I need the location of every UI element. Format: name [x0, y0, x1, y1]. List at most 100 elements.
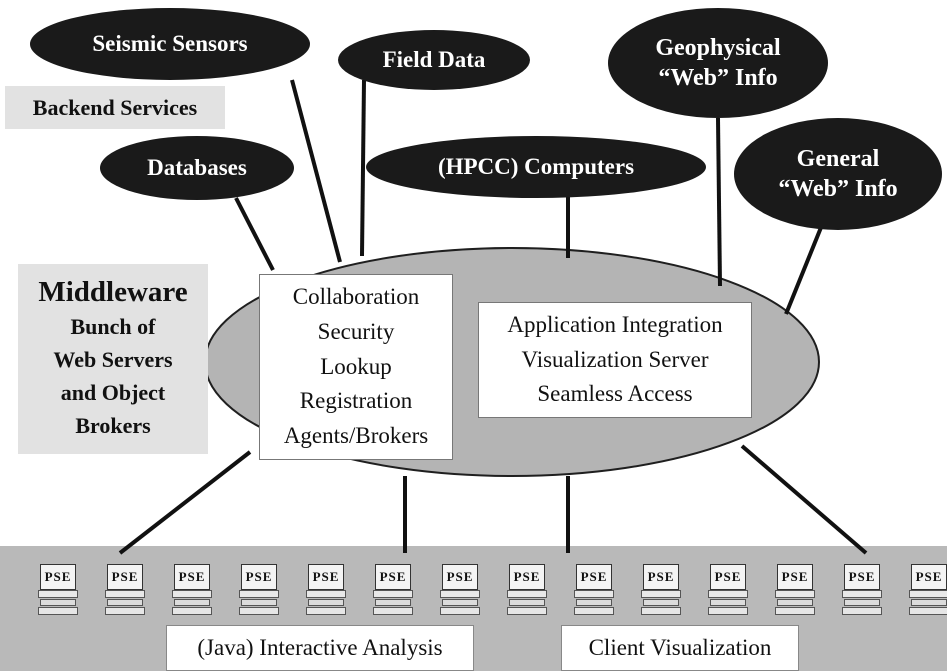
pse-workstation-icon: PSE: [38, 564, 78, 620]
pse-keyboard: [842, 607, 882, 615]
pse-base: [641, 590, 681, 598]
integration-services-box: Application Integration Visualization Se…: [478, 302, 752, 418]
pse-base: [239, 590, 279, 598]
pse-keyboard: [373, 607, 413, 615]
pse-screen: PSE: [375, 564, 411, 590]
pse-base: [842, 590, 882, 598]
connector-client-1: [118, 450, 252, 555]
pse-keyboard: [576, 599, 612, 606]
pse-base: [708, 590, 748, 598]
pse-keyboard: [174, 599, 210, 606]
pse-keyboard: [710, 599, 746, 606]
pse-screen: PSE: [442, 564, 478, 590]
node-geophysical-web-info: Geophysical “Web” Info: [608, 8, 828, 118]
pse-screen: PSE: [241, 564, 277, 590]
pse-base: [574, 590, 614, 598]
service-item: Agents/Brokers: [283, 423, 429, 449]
service-item: Visualization Server: [521, 346, 709, 372]
pse-keyboard: [911, 599, 947, 606]
pse-keyboard: [38, 607, 78, 615]
pse-base: [306, 590, 346, 598]
pse-keyboard: [641, 607, 681, 615]
pse-keyboard: [40, 599, 76, 606]
pse-base: [507, 590, 547, 598]
pse-workstation-icon: PSE: [507, 564, 547, 620]
service-item: Seamless Access: [537, 381, 693, 407]
service-item: Application Integration: [507, 311, 723, 337]
pse-keyboard: [775, 607, 815, 615]
pse-screen: PSE: [777, 564, 813, 590]
service-item: Registration: [299, 388, 413, 414]
pse-screen: PSE: [174, 564, 210, 590]
pse-keyboard: [375, 599, 411, 606]
pse-workstation-icon: PSE: [239, 564, 279, 620]
connector-geophysical: [716, 117, 722, 287]
pse-keyboard: [241, 599, 277, 606]
middleware-subtitle-line: Bunch of: [70, 313, 156, 339]
node-general-web-info: General “Web” Info: [734, 118, 942, 230]
pse-screen: PSE: [308, 564, 344, 590]
pse-keyboard: [708, 607, 748, 615]
pse-workstation-icon: PSE: [574, 564, 614, 620]
pse-keyboard: [507, 607, 547, 615]
pse-screen: PSE: [576, 564, 612, 590]
pse-workstation-icon: PSE: [373, 564, 413, 620]
connector-field: [360, 79, 366, 257]
connector-client-4: [740, 444, 868, 555]
pse-workstation-icon: PSE: [105, 564, 145, 620]
pse-workstation-icon: PSE: [440, 564, 480, 620]
client-label-visualization: Client Visualization: [561, 625, 799, 671]
connector-databases: [234, 197, 275, 271]
pse-keyboard: [440, 607, 480, 615]
service-item: Lookup: [320, 353, 392, 379]
middleware-label: Middleware Bunch of Web Servers and Obje…: [18, 264, 208, 454]
middleware-services-box: Collaboration Security Lookup Registrati…: [259, 274, 453, 460]
pse-workstation-icon: PSE: [641, 564, 681, 620]
connector-general: [784, 224, 824, 315]
pse-base: [105, 590, 145, 598]
middleware-subtitle-line: and Object: [60, 379, 166, 405]
service-item: Security: [317, 318, 395, 344]
pse-keyboard: [844, 599, 880, 606]
pse-workstation-icon: PSE: [172, 564, 212, 620]
node-databases: Databases: [100, 136, 294, 200]
pse-screen: PSE: [911, 564, 947, 590]
pse-workstation-icon: PSE: [306, 564, 346, 620]
pse-keyboard: [442, 599, 478, 606]
pse-screen: PSE: [40, 564, 76, 590]
pse-keyboard: [509, 599, 545, 606]
pse-keyboard: [172, 607, 212, 615]
pse-base: [909, 590, 947, 598]
pse-screen: PSE: [844, 564, 880, 590]
pse-screen: PSE: [643, 564, 679, 590]
service-item: Collaboration: [292, 283, 420, 309]
node-hpcc-computers: (HPCC) Computers: [366, 136, 706, 198]
client-label-interactive-analysis: (Java) Interactive Analysis: [166, 625, 474, 671]
pse-base: [172, 590, 212, 598]
pse-screen: PSE: [107, 564, 143, 590]
pse-base: [373, 590, 413, 598]
pse-keyboard: [777, 599, 813, 606]
pse-keyboard: [308, 599, 344, 606]
pse-keyboard: [107, 599, 143, 606]
pse-workstation-icon: PSE: [775, 564, 815, 620]
pse-screen: PSE: [509, 564, 545, 590]
pse-base: [440, 590, 480, 598]
backend-services-label: Backend Services: [5, 86, 225, 129]
pse-keyboard: [574, 607, 614, 615]
pse-keyboard: [643, 599, 679, 606]
pse-workstation-icon: PSE: [708, 564, 748, 620]
node-seismic-sensors: Seismic Sensors: [30, 8, 310, 80]
pse-base: [38, 590, 78, 598]
pse-base: [775, 590, 815, 598]
pse-workstation-icon: PSE: [909, 564, 947, 620]
pse-keyboard: [306, 607, 346, 615]
pse-keyboard: [105, 607, 145, 615]
node-field-data: Field Data: [338, 30, 530, 90]
pse-keyboard: [239, 607, 279, 615]
middleware-title: Middleware: [38, 276, 188, 309]
pse-screen: PSE: [710, 564, 746, 590]
middleware-subtitle-line: Web Servers: [53, 346, 173, 372]
connector-seismic: [290, 79, 342, 263]
